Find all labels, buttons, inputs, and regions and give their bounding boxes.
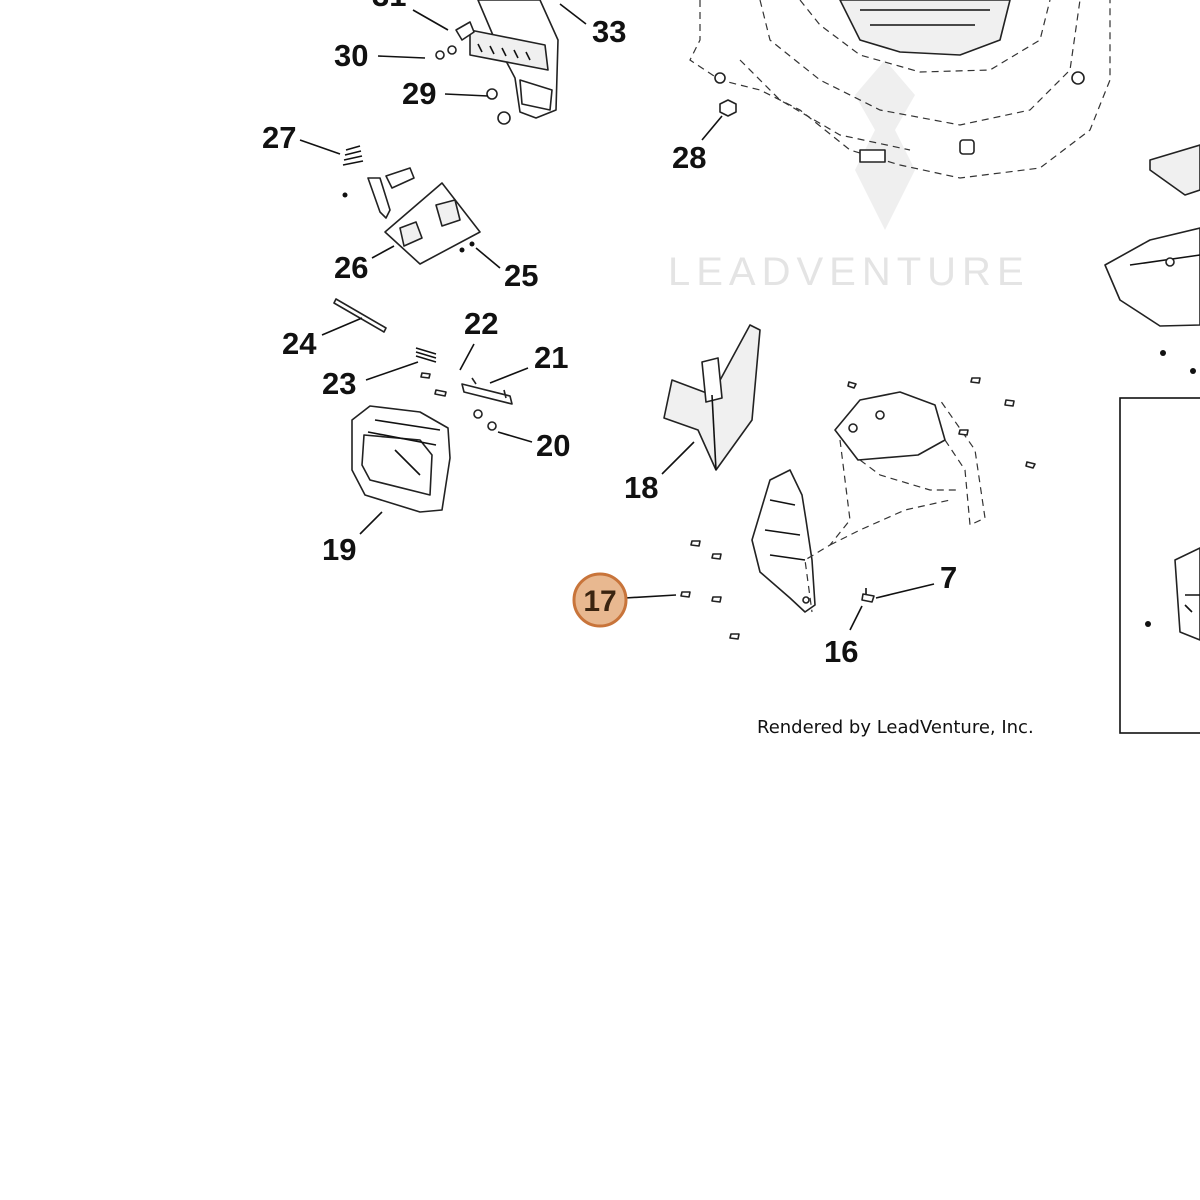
callout-19[interactable]: 19 — [322, 532, 356, 567]
watermark: LEADVENTURE — [668, 60, 1030, 294]
callout-7[interactable]: 7 — [940, 560, 957, 595]
spring-23 — [415, 347, 447, 397]
spring-27 — [342, 145, 364, 166]
callout-30[interactable]: 30 — [334, 38, 368, 73]
lens-19 — [351, 405, 451, 513]
render-credit: Rendered by LeadVenture, Inc. — [757, 717, 1034, 738]
rod-24 — [333, 298, 387, 333]
callout-31[interactable]: 31 — [372, 0, 406, 13]
callout-18[interactable]: 18 — [624, 470, 658, 505]
callout-33[interactable]: 33 — [592, 14, 626, 49]
hex-nut-28 — [719, 99, 737, 117]
selected-callout-badge[interactable] — [572, 572, 628, 628]
callout-23[interactable]: 23 — [322, 366, 356, 401]
callout-17-selected[interactable]: 17 — [572, 572, 628, 628]
inset-frame — [1119, 397, 1200, 734]
clip-16 — [861, 588, 875, 603]
callout-17[interactable]: 17 — [583, 585, 616, 618]
callout-24[interactable]: 24 — [282, 326, 317, 361]
latch-26 — [342, 167, 481, 265]
watermark-text: LEADVENTURE — [668, 250, 1030, 294]
handle-bracket-assembly — [435, 0, 559, 125]
callout-29[interactable]: 29 — [402, 76, 436, 111]
chute-18 — [663, 324, 761, 471]
bracket-21 — [461, 377, 513, 431]
callout-25[interactable]: 25 — [504, 258, 538, 293]
callout-16[interactable]: 16 — [824, 634, 858, 669]
callout-28[interactable]: 28 — [672, 140, 706, 175]
callout-20[interactable]: 20 — [536, 428, 570, 463]
right-cover-parts — [1104, 144, 1200, 374]
inset-part — [1145, 547, 1200, 641]
upper-housing-outline — [689, 0, 1111, 179]
rear-shroud — [751, 391, 986, 613]
callout-27[interactable]: 27 — [262, 120, 296, 155]
callout-22[interactable]: 22 — [464, 306, 498, 341]
screws — [680, 377, 1036, 640]
callout-26[interactable]: 26 — [334, 250, 368, 285]
callout-21[interactable]: 21 — [534, 340, 568, 375]
